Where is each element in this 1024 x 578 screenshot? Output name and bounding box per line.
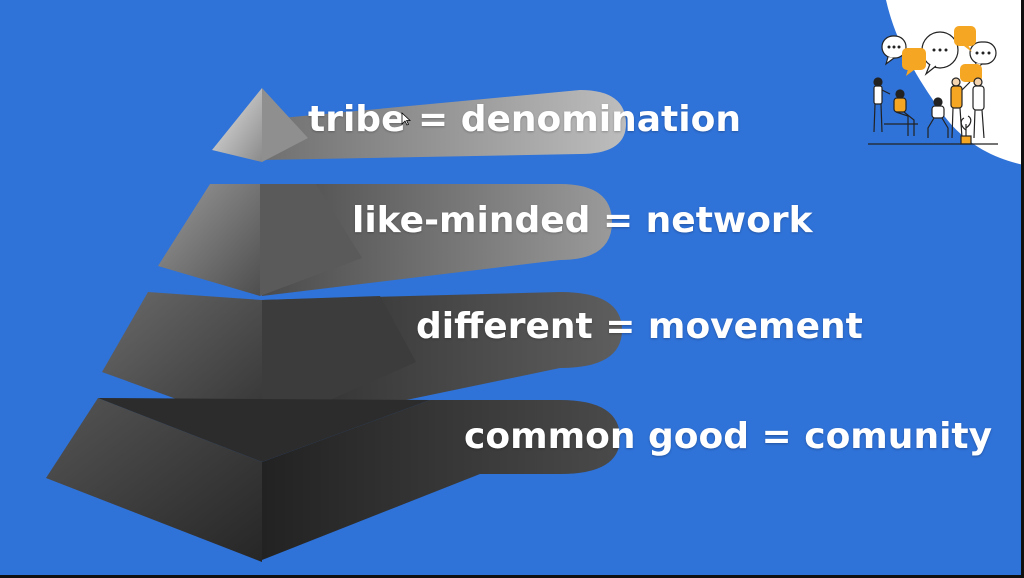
frame-border-right: [1021, 0, 1024, 578]
level-3-label: different = movement: [416, 306, 863, 347]
pyramid-level-2: [158, 184, 612, 296]
people-chatting-illustration-icon: [868, 26, 998, 145]
level-4-label: common good = comunity: [464, 416, 993, 457]
level-1-label: tribe = denomination: [308, 99, 741, 140]
mouse-cursor-icon: [401, 112, 411, 126]
frame-border-bottom: [0, 575, 1024, 578]
level-2-label: like-minded = network: [352, 200, 813, 241]
pyramid-level-3: [102, 292, 622, 430]
pyramid-level-1: [212, 88, 626, 162]
pyramid-level-4: [46, 398, 620, 562]
